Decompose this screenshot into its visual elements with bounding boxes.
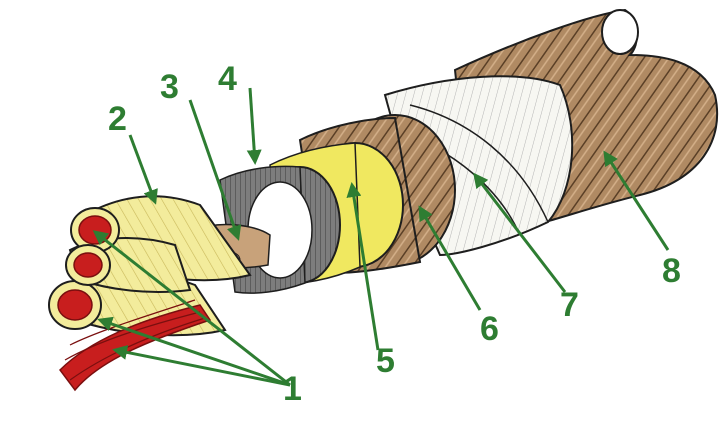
leader-1b <box>112 344 291 387</box>
leader-4 <box>246 87 262 165</box>
leader-8 <box>603 150 670 251</box>
leader-1c <box>92 230 291 387</box>
leader-3 <box>188 99 242 241</box>
callout-4: 4 <box>218 60 237 98</box>
callout-7: 7 <box>560 286 579 324</box>
leader-7 <box>473 172 567 293</box>
copper-conductors <box>48 207 212 392</box>
leader-5 <box>346 182 380 351</box>
leader-2 <box>128 134 158 205</box>
callout-5: 5 <box>376 342 395 380</box>
leader-lines <box>92 87 670 387</box>
callout-1: 1 <box>283 370 302 408</box>
leader-1a <box>97 316 291 387</box>
leader-6 <box>418 205 482 311</box>
callout-8: 8 <box>662 252 681 290</box>
callout-6: 6 <box>480 310 499 348</box>
lead-sheath-layer <box>219 165 341 294</box>
callout-3: 3 <box>160 68 179 106</box>
callout-2: 2 <box>108 100 127 138</box>
callout-labels: 1 2 3 4 5 6 7 8 <box>108 60 681 408</box>
